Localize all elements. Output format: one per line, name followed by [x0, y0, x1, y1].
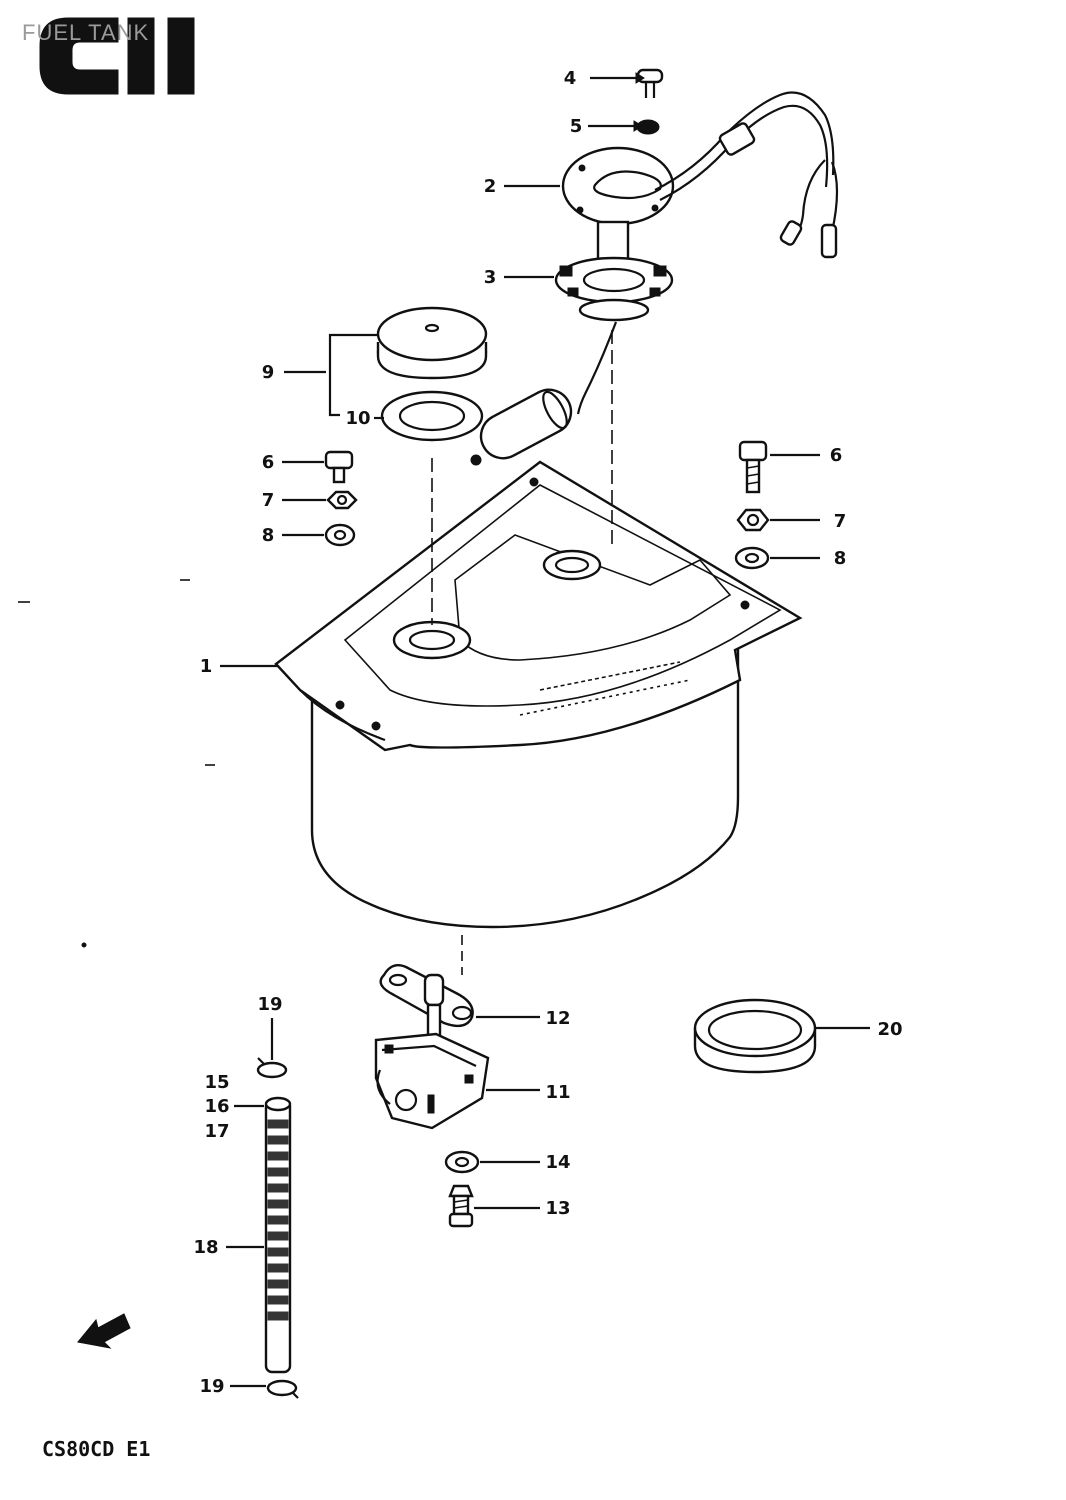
callout-13: 13 — [545, 1198, 570, 1219]
callout-15: 15 — [204, 1072, 229, 1093]
hose-clip-icon-bottom — [266, 1379, 299, 1399]
callout-18: 18 — [193, 1237, 218, 1258]
callout-labels: 4 5 2 3 9 10 6 7 8 6 7 8 1 12 11 14 13 2… — [193, 68, 902, 1397]
washer-icon-right — [734, 546, 770, 570]
callout-9: 9 — [262, 362, 275, 383]
callout-1: 1 — [200, 656, 213, 677]
cap-gasket-icon — [380, 390, 484, 442]
callout-19-top: 19 — [257, 994, 282, 1015]
callout-20: 20 — [877, 1019, 902, 1040]
section-title: FUEL TANK — [22, 20, 149, 45]
callout-7-left: 7 — [262, 490, 275, 511]
scan-specks — [18, 579, 215, 948]
callout-3: 3 — [484, 267, 497, 288]
fuel-float-icon — [470, 388, 573, 466]
fuel-gauge-unit-icon — [561, 91, 839, 415]
section-code-logo — [39, 17, 195, 95]
callout-6-right: 6 — [830, 445, 843, 466]
callout-14: 14 — [545, 1152, 570, 1173]
callout-7-right: 7 — [834, 511, 847, 532]
callout-16: 16 — [204, 1096, 229, 1117]
callout-17: 17 — [204, 1121, 229, 1142]
screw-icon — [636, 68, 664, 98]
callout-8-left: 8 — [262, 525, 275, 546]
cock-screw-icon — [448, 1184, 474, 1228]
fuel-tank-icon — [274, 330, 803, 975]
gauge-gasket-icon — [554, 256, 674, 322]
callout-6-left: 6 — [262, 452, 275, 473]
fuel-hose-icon — [264, 1096, 292, 1374]
callout-11: 11 — [545, 1082, 570, 1103]
model-code: CS80CD E1 — [42, 1437, 150, 1461]
fuel-cock-icon — [374, 973, 490, 1130]
bolt-icon-left — [324, 450, 354, 484]
leader-lines — [220, 72, 870, 1388]
hose-clip-icon-top — [256, 1057, 288, 1079]
filler-ring-icon — [693, 998, 817, 1074]
bolt-icon-right — [738, 440, 768, 494]
fuel-cap-icon — [376, 306, 488, 380]
front-direction-arrow-icon — [77, 1313, 131, 1349]
callout-2: 2 — [484, 176, 497, 197]
callout-8-right: 8 — [834, 548, 847, 569]
nut-icon-right — [736, 508, 770, 532]
cock-washer-icon — [444, 1150, 480, 1174]
callout-5: 5 — [570, 116, 583, 137]
washer-icon-left — [324, 523, 356, 547]
callout-12: 12 — [545, 1008, 570, 1029]
callout-4: 4 — [564, 68, 577, 89]
callout-10: 10 — [345, 408, 370, 429]
nut-icon-left — [326, 490, 358, 510]
callout-19-bottom: 19 — [199, 1376, 224, 1397]
